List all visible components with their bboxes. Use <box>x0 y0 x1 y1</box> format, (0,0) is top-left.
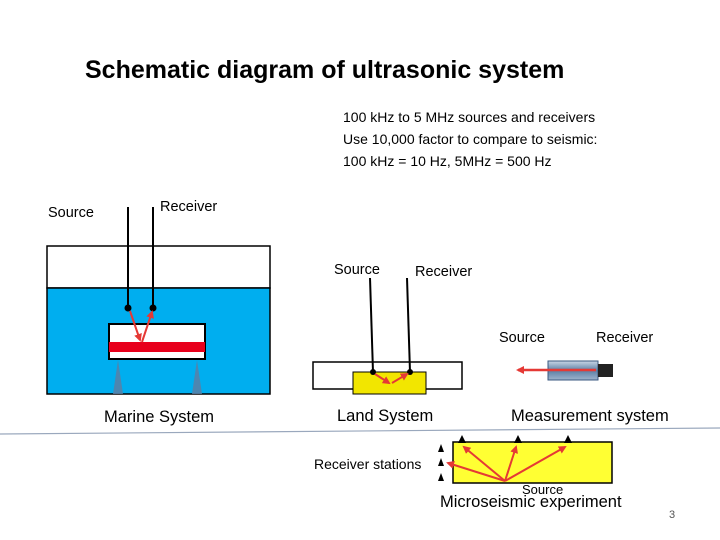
marine-support-right <box>192 360 202 394</box>
land-source-rod <box>369 277 374 373</box>
microseismic-ray-top-2 <box>504 445 518 482</box>
spec-line-3: 100 kHz = 10 Hz, 5MHz = 500 Hz <box>343 153 552 169</box>
land-receiver-rod <box>406 277 411 373</box>
microseismic-experiment <box>438 435 613 484</box>
land-system <box>312 277 463 395</box>
marine-ray-down <box>129 310 142 342</box>
microseismic-ray-left <box>446 460 506 482</box>
marine-red-layer <box>109 342 205 352</box>
marine-support-left <box>113 360 123 394</box>
marine-receiver-transducer <box>149 304 157 312</box>
land-ray-down <box>374 373 391 385</box>
microseismic-ray-top-1 <box>462 445 506 482</box>
land-receiver-transducer <box>407 369 413 375</box>
marine-caption: Marine System <box>104 408 215 426</box>
microseismic-block <box>452 441 613 484</box>
land-sample <box>352 371 427 395</box>
land-caption: Land System <box>337 407 434 425</box>
station-left-2 <box>438 458 444 466</box>
land-source-label: Source <box>334 262 380 278</box>
marine-ray-up <box>141 310 154 343</box>
station-left-3 <box>438 473 444 481</box>
land-ray-up <box>391 372 409 384</box>
microseismic-caption: Microseismic experiment <box>440 493 622 511</box>
station-top-1 <box>458 435 466 443</box>
land-receiver-label: Receiver <box>415 264 473 280</box>
marine-receiver-label: Receiver <box>160 199 218 215</box>
spec-line-2: Use 10,000 factor to compare to seismic: <box>343 131 598 147</box>
page-number: 3 <box>669 509 676 521</box>
receiver-stations-label: Receiver stations <box>314 456 422 472</box>
station-top-3 <box>564 435 572 443</box>
measurement-caption: Measurement system <box>511 407 669 425</box>
microseismic-ray-top-3 <box>504 446 567 482</box>
marine-sample <box>108 323 206 360</box>
station-left-1 <box>438 444 444 452</box>
slide-title: Schematic diagram of ultrasonic system <box>85 56 565 84</box>
spec-line-1: 100 kHz to 5 MHz sources and receivers <box>343 109 596 125</box>
marine-source-transducer <box>124 304 132 312</box>
measurement-receiver-label: Receiver <box>596 330 654 346</box>
microseismic-source-label: Source <box>522 482 564 497</box>
divider-line <box>0 427 720 435</box>
marine-system <box>46 207 271 395</box>
station-top-2 <box>514 435 522 443</box>
measurement-source-cap <box>598 364 613 377</box>
measurement-source-label: Source <box>499 330 545 346</box>
marine-tank-air <box>46 245 271 289</box>
land-source-transducer <box>370 369 376 375</box>
marine-source-label: Source <box>48 205 94 221</box>
measurement-system <box>516 360 613 381</box>
